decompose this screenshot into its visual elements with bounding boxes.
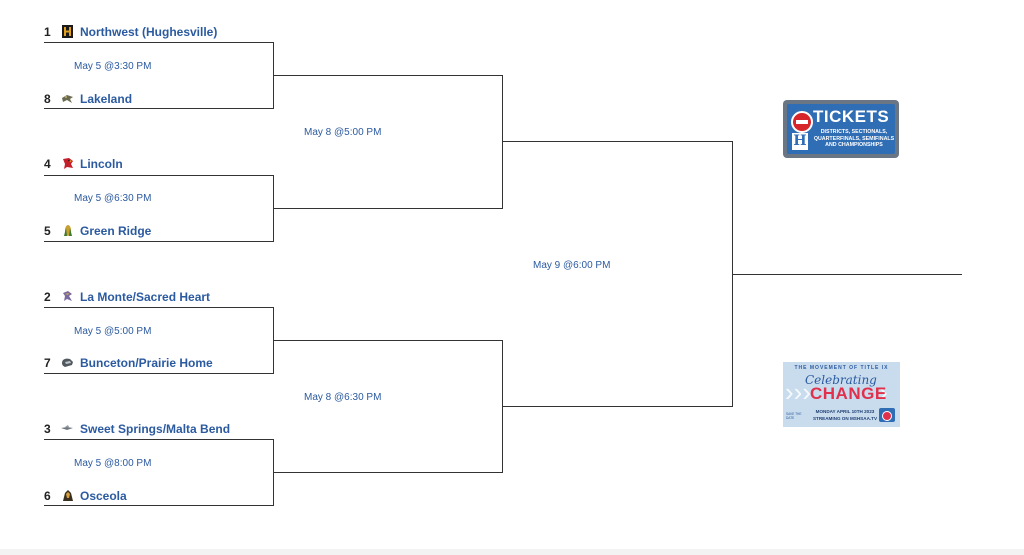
tickets-banner[interactable]: H TICKETS DISTRICTS, SECTIONALS, QUARTER… (783, 100, 899, 158)
la-monte-logo-icon (61, 290, 74, 303)
bracket-line (273, 472, 503, 473)
game-time: May 5 @3:30 PM (74, 61, 152, 72)
team-link[interactable]: Bunceton/Prairie Home (80, 356, 213, 370)
team-seed: 6 (44, 489, 51, 503)
team-link[interactable]: Lincoln (80, 157, 123, 171)
tickets-banner-body: H TICKETS DISTRICTS, SECTIONALS, QUARTER… (787, 104, 895, 154)
bracket-line (273, 75, 503, 76)
champion-line (732, 274, 962, 275)
bracket-line (44, 439, 274, 440)
bracket-line (44, 241, 274, 242)
promo-headline: CHANGE (810, 384, 887, 403)
team-seed: 7 (44, 356, 51, 370)
team-link[interactable]: Northwest (Hughesville) (80, 25, 218, 39)
bunceton-logo-icon (61, 356, 74, 369)
game-time: May 5 @5:00 PM (74, 326, 152, 337)
team-link[interactable]: Lakeland (80, 92, 133, 106)
sweet-springs-logo-icon (61, 422, 74, 435)
team-link[interactable]: Sweet Springs/Malta Bend (80, 422, 231, 436)
bracket-line (273, 208, 503, 209)
bracket-line (44, 373, 274, 374)
bracket-line (502, 75, 503, 209)
team-seed: 5 (44, 224, 51, 238)
game-time: May 5 @6:30 PM (74, 193, 152, 204)
game-time: May 9 @6:00 PM (533, 260, 611, 271)
hughesville-logo-icon (61, 25, 74, 38)
tickets-title: TICKETS (813, 107, 890, 126)
game-time: May 5 @8:00 PM (74, 458, 152, 469)
bracket-line (44, 505, 274, 506)
promo-side-text: SAVE THE DATE (786, 412, 802, 420)
bracket-line (44, 108, 274, 109)
promo-top-text: THE MOVEMENT OF TITLE IX (794, 365, 889, 371)
game-time: May 8 @6:30 PM (304, 392, 382, 403)
team-seed: 3 (44, 422, 51, 436)
mshsaa-logo-icon (879, 408, 895, 422)
promo-date-text: MONDAY APRIL 10TH 2023 (815, 409, 875, 414)
team-seed: 2 (44, 290, 51, 304)
promo-stream-text: STREAMING ON MSHSAA.TV (812, 415, 878, 421)
promo-script-text: Celebrating (805, 373, 877, 387)
promo-date: MONDAY APRIL 10TH 2023 STREAMING ON MSHS… (811, 409, 879, 422)
game-time: May 8 @5:00 PM (304, 127, 382, 138)
mshsaa-seal-icon (791, 111, 813, 133)
team-link[interactable]: La Monte/Sacred Heart (80, 290, 211, 304)
cardinal-logo-icon (61, 157, 74, 170)
team-seed: 1 (44, 25, 51, 39)
tickets-seal-letter: H (792, 133, 808, 150)
team-seed: 4 (44, 157, 51, 171)
bracket-line (44, 42, 274, 43)
green-ridge-logo-icon (61, 224, 74, 237)
chevron-right-icon: › (879, 377, 888, 407)
team-link[interactable]: Green Ridge (80, 224, 152, 238)
footer-bar (0, 549, 1024, 555)
team-seed: 8 (44, 92, 51, 106)
chevron-right-icon: ››› (785, 377, 811, 407)
lakeland-logo-icon (61, 92, 74, 105)
team-link[interactable]: Osceola (80, 489, 127, 503)
bracket-line (273, 340, 503, 341)
osceola-logo-icon (61, 489, 74, 502)
bracket-line (502, 141, 733, 142)
celebrating-change-banner[interactable]: THE MOVEMENT OF TITLE IX ››› › Celebrati… (783, 362, 900, 427)
bracket-line (44, 175, 274, 176)
bracket-line (44, 307, 274, 308)
tickets-subtitle: DISTRICTS, SECTIONALS, QUARTERFINALS, SE… (813, 129, 895, 149)
bracket-line (502, 406, 733, 407)
